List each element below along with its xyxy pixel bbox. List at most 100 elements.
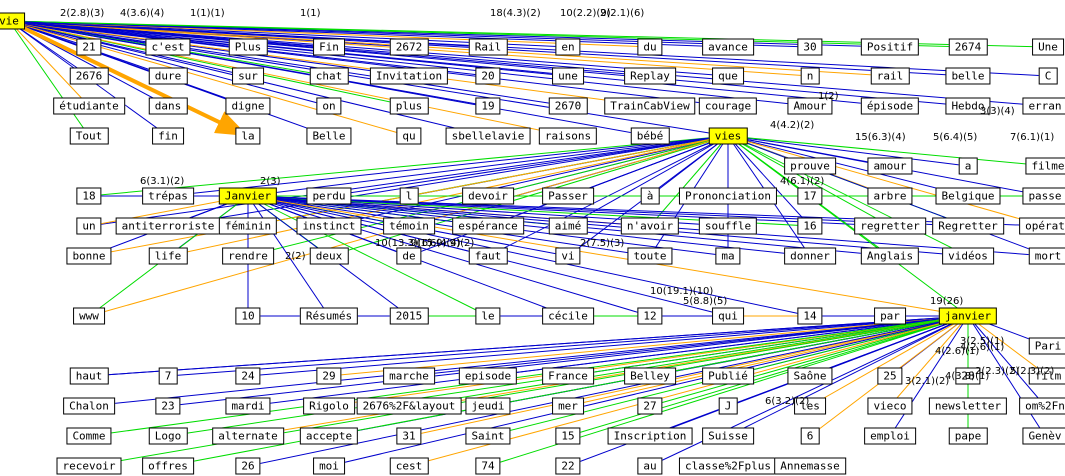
graph-node[interactable]: vie (0, 12, 25, 30)
graph-node[interactable]: souffle (698, 217, 758, 235)
graph-node[interactable]: filme (1025, 157, 1065, 175)
graph-node[interactable]: moi (313, 457, 345, 475)
graph-node[interactable]: www (73, 307, 105, 325)
graph-node[interactable]: une (552, 67, 584, 85)
graph-node[interactable]: n (800, 67, 820, 85)
graph-node[interactable]: Publié (702, 367, 754, 385)
graph-node[interactable]: par (874, 307, 906, 325)
graph-node[interactable]: 74 (475, 457, 501, 475)
graph-node[interactable]: Suisse (702, 427, 754, 445)
graph-node[interactable]: marche (383, 367, 435, 385)
graph-node[interactable]: Replay (624, 67, 676, 85)
graph-node[interactable]: Belley (624, 367, 676, 385)
graph-node[interactable]: vi (555, 247, 581, 265)
graph-node[interactable]: recevoir (56, 457, 122, 475)
graph-node[interactable]: J (718, 397, 738, 415)
graph-node[interactable]: 26 (235, 457, 261, 475)
graph-node[interactable]: vieco (867, 397, 913, 415)
graph-node[interactable]: a (958, 157, 978, 175)
graph-node[interactable]: vies (708, 127, 748, 145)
graph-node[interactable]: rendre (222, 247, 274, 265)
graph-node[interactable]: qu (396, 127, 422, 145)
graph-node[interactable]: au (637, 457, 663, 475)
graph-node[interactable]: antiterroriste (115, 217, 221, 235)
graph-node[interactable]: 23 (155, 397, 181, 415)
graph-node[interactable]: prouve (784, 157, 836, 175)
graph-node[interactable]: arbre (867, 187, 913, 205)
graph-node[interactable]: Passer (542, 187, 594, 205)
graph-node[interactable]: Janvier (218, 187, 278, 205)
graph-node[interactable]: cest (389, 457, 429, 475)
graph-node[interactable]: Chalon (63, 397, 115, 415)
graph-node[interactable]: France (542, 367, 594, 385)
graph-node[interactable]: qui (712, 307, 744, 325)
graph-node[interactable]: 10 (235, 307, 261, 325)
graph-node[interactable]: Belgique (935, 187, 1001, 205)
graph-node[interactable]: fin (152, 127, 184, 145)
graph-node[interactable]: chat (309, 67, 349, 85)
graph-node[interactable]: l (399, 187, 419, 205)
graph-node[interactable]: haut (69, 367, 109, 385)
graph-node[interactable]: 21 (76, 38, 102, 56)
graph-node[interactable]: mort (1028, 247, 1065, 265)
graph-node[interactable]: témoin (383, 217, 435, 235)
graph-node[interactable]: deux (309, 247, 349, 265)
graph-node[interactable]: bonne (66, 247, 112, 265)
graph-node[interactable]: n'avoir (620, 217, 680, 235)
graph-node[interactable]: que (712, 67, 744, 85)
graph-node[interactable]: raisons (538, 127, 598, 145)
graph-node[interactable]: 24 (235, 367, 261, 385)
graph-node[interactable]: janvier (938, 307, 998, 325)
graph-node[interactable]: sur (232, 67, 264, 85)
graph-node[interactable]: 2674 (948, 38, 988, 56)
graph-node[interactable]: 19 (475, 97, 501, 115)
graph-node[interactable]: Regretter (932, 217, 1004, 235)
graph-node[interactable]: life (148, 247, 188, 265)
graph-node[interactable]: Logo (148, 427, 188, 445)
graph-node[interactable]: mardi (225, 397, 271, 415)
graph-node[interactable]: avance (702, 38, 754, 56)
graph-node[interactable]: amour (867, 157, 913, 175)
graph-node[interactable]: aimé (548, 217, 588, 235)
graph-node[interactable]: Prononciation (678, 187, 778, 205)
graph-node[interactable]: newsletter (928, 397, 1008, 415)
graph-node[interactable]: Anglais (860, 247, 920, 265)
graph-node[interactable]: TrainCabView (604, 97, 696, 115)
graph-node[interactable]: espérance (452, 217, 524, 235)
graph-node[interactable]: digne (225, 97, 271, 115)
graph-node[interactable]: 2015 (389, 307, 429, 325)
graph-node[interactable]: un (76, 217, 102, 235)
graph-node[interactable]: 31 (396, 427, 422, 445)
graph-node[interactable]: Fin (313, 38, 345, 56)
graph-node[interactable]: pape (948, 427, 988, 445)
graph-node[interactable]: accepte (299, 427, 359, 445)
graph-node[interactable]: 18 (76, 187, 102, 205)
graph-node[interactable]: courage (698, 97, 758, 115)
graph-node[interactable]: ma (715, 247, 741, 265)
graph-node[interactable]: plus (389, 97, 429, 115)
graph-node[interactable]: toute (627, 247, 673, 265)
graph-node[interactable]: Saint (465, 427, 511, 445)
graph-node[interactable]: Tout (69, 127, 109, 145)
graph-node[interactable]: 28 (955, 367, 981, 385)
graph-node[interactable]: passe (1022, 187, 1065, 205)
graph-node[interactable]: vidéos (942, 247, 994, 265)
graph-node[interactable]: Pari (1028, 337, 1065, 355)
graph-node[interactable]: bébé (630, 127, 670, 145)
graph-node[interactable]: opérat (1019, 217, 1065, 235)
graph-node[interactable]: alternate (212, 427, 284, 445)
graph-node[interactable]: 30 (797, 38, 823, 56)
graph-node[interactable]: 25 (877, 367, 903, 385)
graph-node[interactable]: dans (148, 97, 188, 115)
graph-node[interactable]: trépas (142, 187, 194, 205)
graph-node[interactable]: 2676%2F&layout (356, 397, 462, 415)
graph-node[interactable]: la (235, 127, 261, 145)
graph-node[interactable]: mer (552, 397, 584, 415)
graph-node[interactable]: les (794, 397, 826, 415)
graph-node[interactable]: épisode (860, 97, 920, 115)
graph-node[interactable]: erran (1022, 97, 1065, 115)
graph-node[interactable]: devoir (462, 187, 514, 205)
graph-node[interactable]: le (475, 307, 501, 325)
graph-node[interactable]: du (637, 38, 663, 56)
graph-node[interactable]: 17 (797, 187, 823, 205)
